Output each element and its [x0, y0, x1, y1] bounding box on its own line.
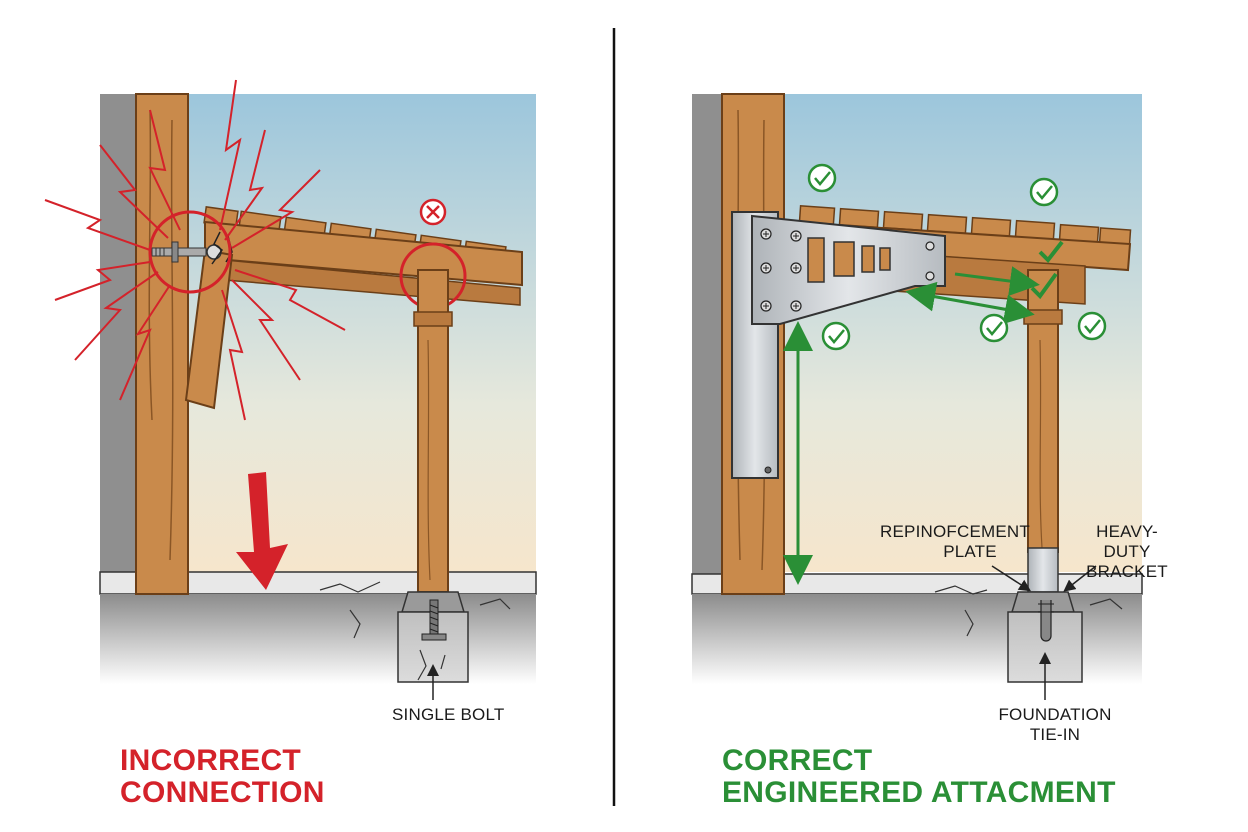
incorrect-connection-title: INCORRECT CONNECTION: [120, 745, 325, 809]
left-soil: [100, 594, 536, 684]
left-panel: [44, 79, 537, 700]
right-panel: [691, 93, 1143, 700]
check-icon: [1030, 272, 1058, 300]
right-anchor-bolt: [1038, 600, 1054, 642]
right-load-arrow: [954, 266, 1040, 296]
left-support-post-grain: [427, 339, 431, 581]
check-icon: [979, 313, 1009, 343]
reinforcement-plate-label-line2: PLATE: [943, 542, 997, 561]
foundation-tie-in-label: FOUNDATION TIE-IN: [995, 705, 1115, 745]
reinforcement-plate-label: REPINOFCEMENT PLATE: [880, 522, 1030, 562]
foundation-tie-in-label-line1: FOUNDATION: [998, 705, 1112, 724]
check-icon: [1038, 240, 1064, 264]
check-icons: [807, 163, 1107, 351]
left-x-mark-icon: [419, 198, 447, 226]
heavy-duty-bracket-leader: [1063, 565, 1097, 592]
reinforcement-plate-label-line1: REPINOFCEMENT: [880, 522, 1030, 541]
heavy-duty-bracket-label: HEAVY-DUTY BRACKET: [1082, 522, 1172, 582]
right-wall-siding: [692, 94, 722, 594]
left-downward-force-arrow-icon: [236, 472, 288, 590]
right-support-post-grain: [1039, 339, 1043, 549]
left-stress-lines-icon: [44, 79, 346, 421]
left-threaded-rod: [421, 599, 447, 641]
check-icon: [807, 163, 837, 193]
check-icon: [1077, 311, 1107, 341]
correct-attachment-title: CORRECT ENGINEERED ATTACMENT: [722, 745, 1116, 809]
left-post-cap: [413, 311, 453, 327]
reinforcement-plate-leader: [991, 565, 1032, 592]
correct-title-line1: CORRECT: [722, 744, 873, 777]
left-broken-member: [184, 248, 234, 410]
heavy-duty-bracket-label-line2: BRACKET: [1086, 562, 1168, 581]
right-horizontal-span-arrow: [905, 281, 1035, 325]
left-failure-circle-bolt: [148, 210, 232, 294]
incorrect-title-line2: CONNECTION: [120, 776, 325, 809]
right-post-cap: [1023, 309, 1063, 325]
check-icon: [821, 321, 851, 351]
incorrect-title-line1: INCORRECT: [120, 744, 302, 777]
single-bolt-label: SINGLE BOLT: [392, 705, 505, 724]
foundation-tie-in-label-line2: TIE-IN: [1029, 725, 1081, 744]
heavy-duty-bracket: [751, 214, 946, 325]
check-icon: [1029, 177, 1059, 207]
right-deck-boards: [798, 205, 1132, 247]
left-ground-cracks: [319, 581, 511, 681]
left-wall-siding: [100, 94, 136, 594]
heavy-duty-bracket-label-line1: HEAVY-DUTY: [1096, 522, 1158, 561]
correct-title-line2: ENGINEERED ATTACMENT: [722, 776, 1116, 809]
right-ground-cracks: [934, 585, 1123, 637]
